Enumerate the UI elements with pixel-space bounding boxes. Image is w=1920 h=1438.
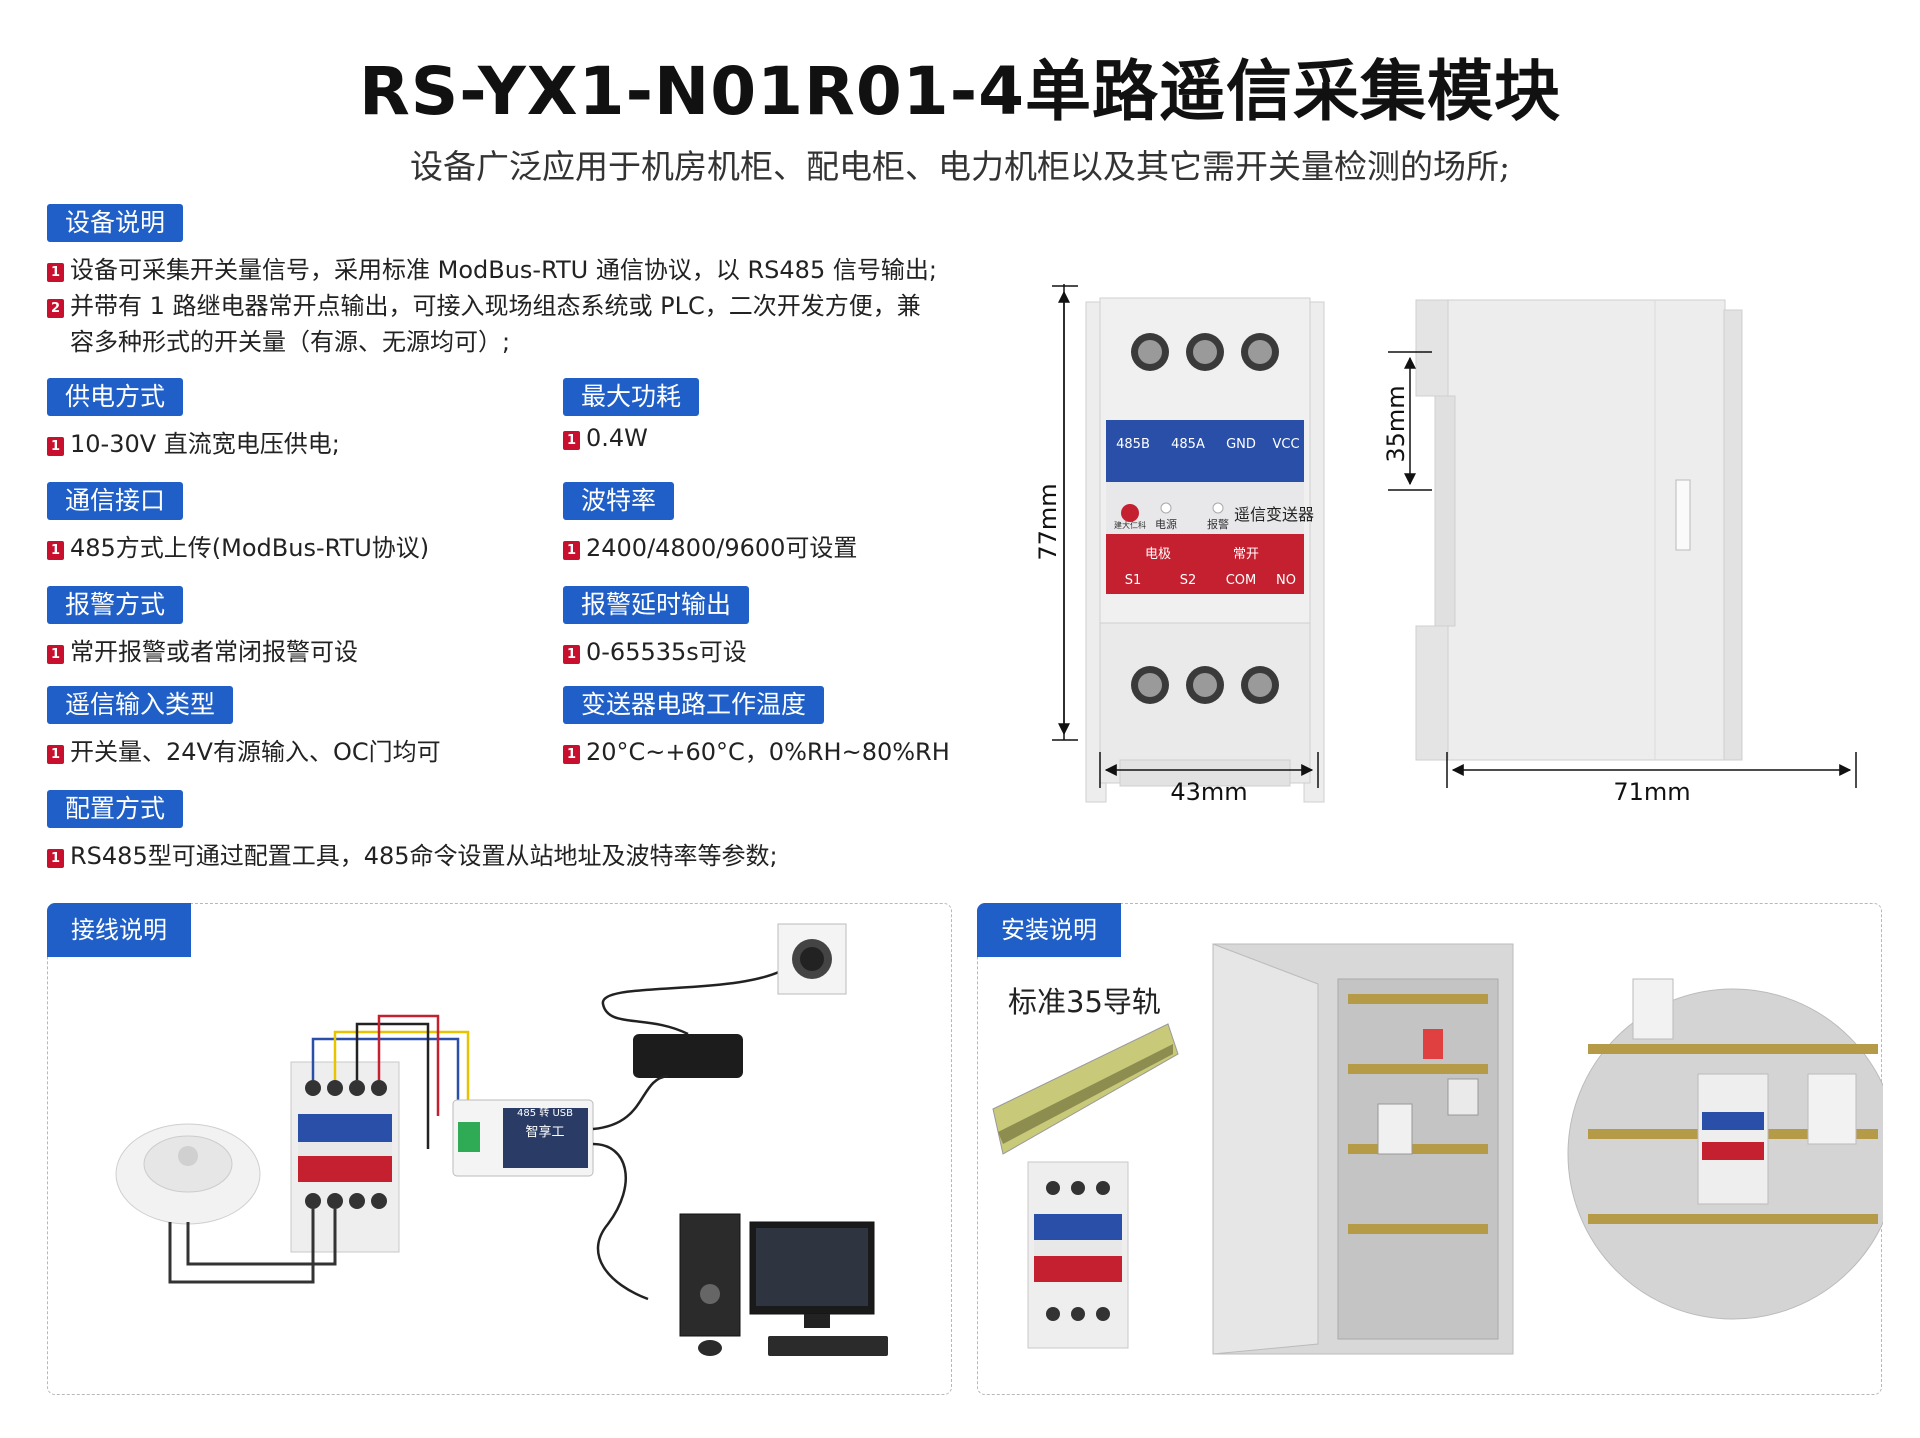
terminal-label: GND: [1226, 437, 1256, 452]
din-rail-icon: [992, 1023, 1179, 1155]
power-adapter-icon: [633, 1034, 743, 1078]
page-title: RS-YX1-N01R01-4单路遥信采集模块: [358, 53, 1562, 130]
group-label: 常开: [1233, 547, 1259, 562]
module-icon: [290, 1061, 400, 1253]
brand-logo-icon: [1121, 504, 1139, 522]
description-tag: 设备说明: [47, 204, 184, 242]
wall-socket-icon: [777, 923, 847, 995]
alarm-delay-tag: 报警延时输出: [563, 586, 750, 624]
wiring-panel: 接线说明 485 转 USB 智享工: [47, 903, 952, 1395]
depth-dimension: 71mm: [1613, 778, 1690, 806]
description-item-2-cont: 容多种形式的开关量（有源、无源均可）;: [70, 328, 511, 356]
terminal-label: 485B: [1116, 437, 1150, 452]
install-illustration: [992, 943, 1883, 1355]
zoom-detail-icon: [1567, 978, 1883, 1320]
terminal-label: S1: [1125, 573, 1142, 588]
rail-label: 标准35导轨: [1008, 985, 1161, 1019]
screw-icon: [1131, 333, 1279, 704]
install-tag: 安装说明: [977, 903, 1121, 957]
terminal-label: S2: [1180, 573, 1197, 588]
baud-tag: 波特率: [563, 482, 675, 520]
height-dimension: 77mm: [1034, 483, 1062, 560]
smoke-detector-icon: [115, 1123, 261, 1225]
computer-icon: [679, 1213, 888, 1356]
terminal-label: COM: [1226, 573, 1257, 588]
led-power-label: 电源: [1155, 517, 1177, 531]
device-dimension-drawing: 485B 485A GND VCC 建大仁科 电源 报警 遥信变送器 电极 常开…: [1034, 284, 1857, 806]
interface-tag: 通信接口: [47, 482, 184, 520]
power-tag: 供电方式: [47, 378, 184, 416]
max-power-tag: 最大功耗: [563, 378, 700, 416]
group-label: 电极: [1145, 547, 1171, 562]
led-alarm-label: 报警: [1207, 517, 1229, 531]
electrical-cabinet-icon: [1212, 943, 1514, 1355]
input-type-tag: 遥信输入类型: [47, 686, 234, 724]
wiring-tag: 接线说明: [47, 903, 191, 957]
terminal-label: NO: [1276, 573, 1296, 588]
install-panel: 安装说明 标准35导轨: [977, 903, 1883, 1395]
terminal-label: VCC: [1272, 437, 1299, 452]
config-tag: 配置方式: [47, 790, 184, 828]
module-icon: [1027, 1161, 1129, 1349]
temp-tag: 变送器电路工作温度: [563, 686, 825, 724]
width-dimension: 43mm: [1170, 778, 1247, 806]
usb-converter-icon: 485 转 USB 智享工: [452, 1099, 594, 1177]
page-subtitle: 设备广泛应用于机房机柜、配电柜、电力机柜以及其它需开关量检测的场所;: [409, 147, 1511, 186]
converter-label: 485 转 USB: [517, 1106, 573, 1119]
terminal-label: 485A: [1171, 437, 1205, 452]
alarm-mode-tag: 报警方式: [47, 586, 184, 624]
number-badge: 1: [47, 263, 64, 282]
rail-dimension: 35mm: [1382, 385, 1410, 462]
wiring-diagram: 485 转 USB 智享工: [115, 923, 888, 1356]
device-front-view: 485B 485A GND VCC 建大仁科 电源 报警 遥信变送器 电极 常开…: [1085, 297, 1325, 803]
brand-label: 建大仁科: [1114, 520, 1146, 530]
converter-brand: 智享工: [525, 1124, 564, 1140]
device-side-view: [1415, 299, 1743, 761]
device-name-label: 遥信变送器: [1234, 505, 1314, 524]
number-badge: 2: [47, 299, 64, 318]
